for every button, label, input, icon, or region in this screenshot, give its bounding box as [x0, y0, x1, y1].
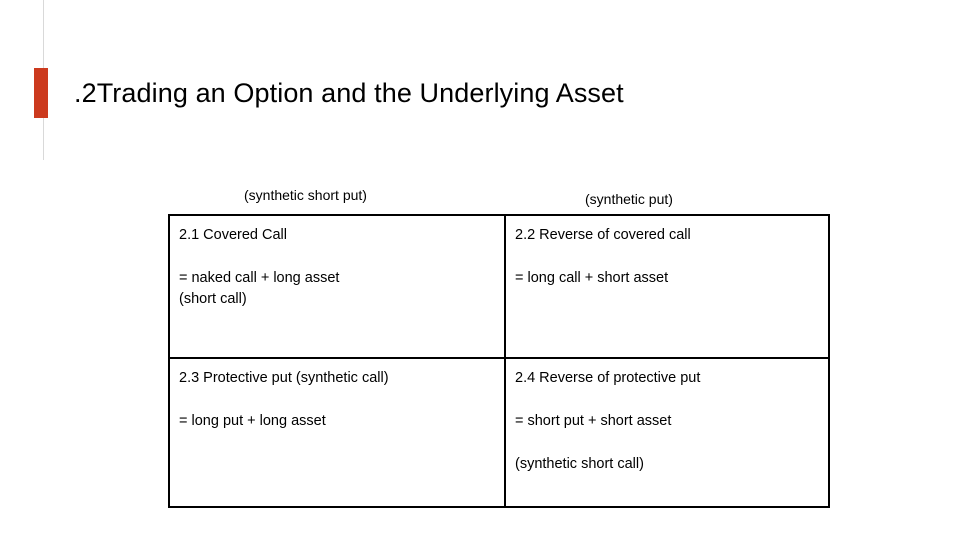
cell-formula: = naked call + long asset	[179, 270, 340, 286]
cell-note: (short call)	[179, 291, 247, 307]
table-row: 2.1 Covered Call = naked call + long ass…	[168, 214, 830, 359]
matrix-cell-2-3: 2.3 Protective put (synthetic call) = lo…	[168, 357, 506, 508]
title-accent-bar	[34, 68, 48, 118]
cell-formula: = long put + long asset	[179, 413, 326, 429]
column-caption-right: (synthetic put)	[585, 191, 673, 207]
column-caption-left: (synthetic short put)	[244, 187, 367, 203]
cell-heading: 2.2 Reverse of covered call	[515, 227, 691, 243]
matrix-cell-2-4: 2.4 Reverse of protective put = short pu…	[504, 357, 830, 508]
matrix-cell-2-1: 2.1 Covered Call = naked call + long ass…	[168, 214, 506, 359]
matrix-cell-2-2: 2.2 Reverse of covered call = long call …	[504, 214, 830, 359]
cell-heading: 2.3 Protective put (synthetic call)	[179, 370, 389, 386]
cell-heading: 2.4 Reverse of protective put	[515, 370, 701, 386]
page-title: .2Trading an Option and the Underlying A…	[74, 78, 624, 108]
cell-heading: 2.1 Covered Call	[179, 227, 287, 243]
table-row: 2.3 Protective put (synthetic call) = lo…	[168, 357, 830, 508]
cell-note: (synthetic short call)	[515, 456, 644, 472]
strategy-matrix-table: 2.1 Covered Call = naked call + long ass…	[168, 214, 830, 508]
cell-formula: = short put + short asset	[515, 413, 672, 429]
cell-formula: = long call + short asset	[515, 270, 669, 286]
